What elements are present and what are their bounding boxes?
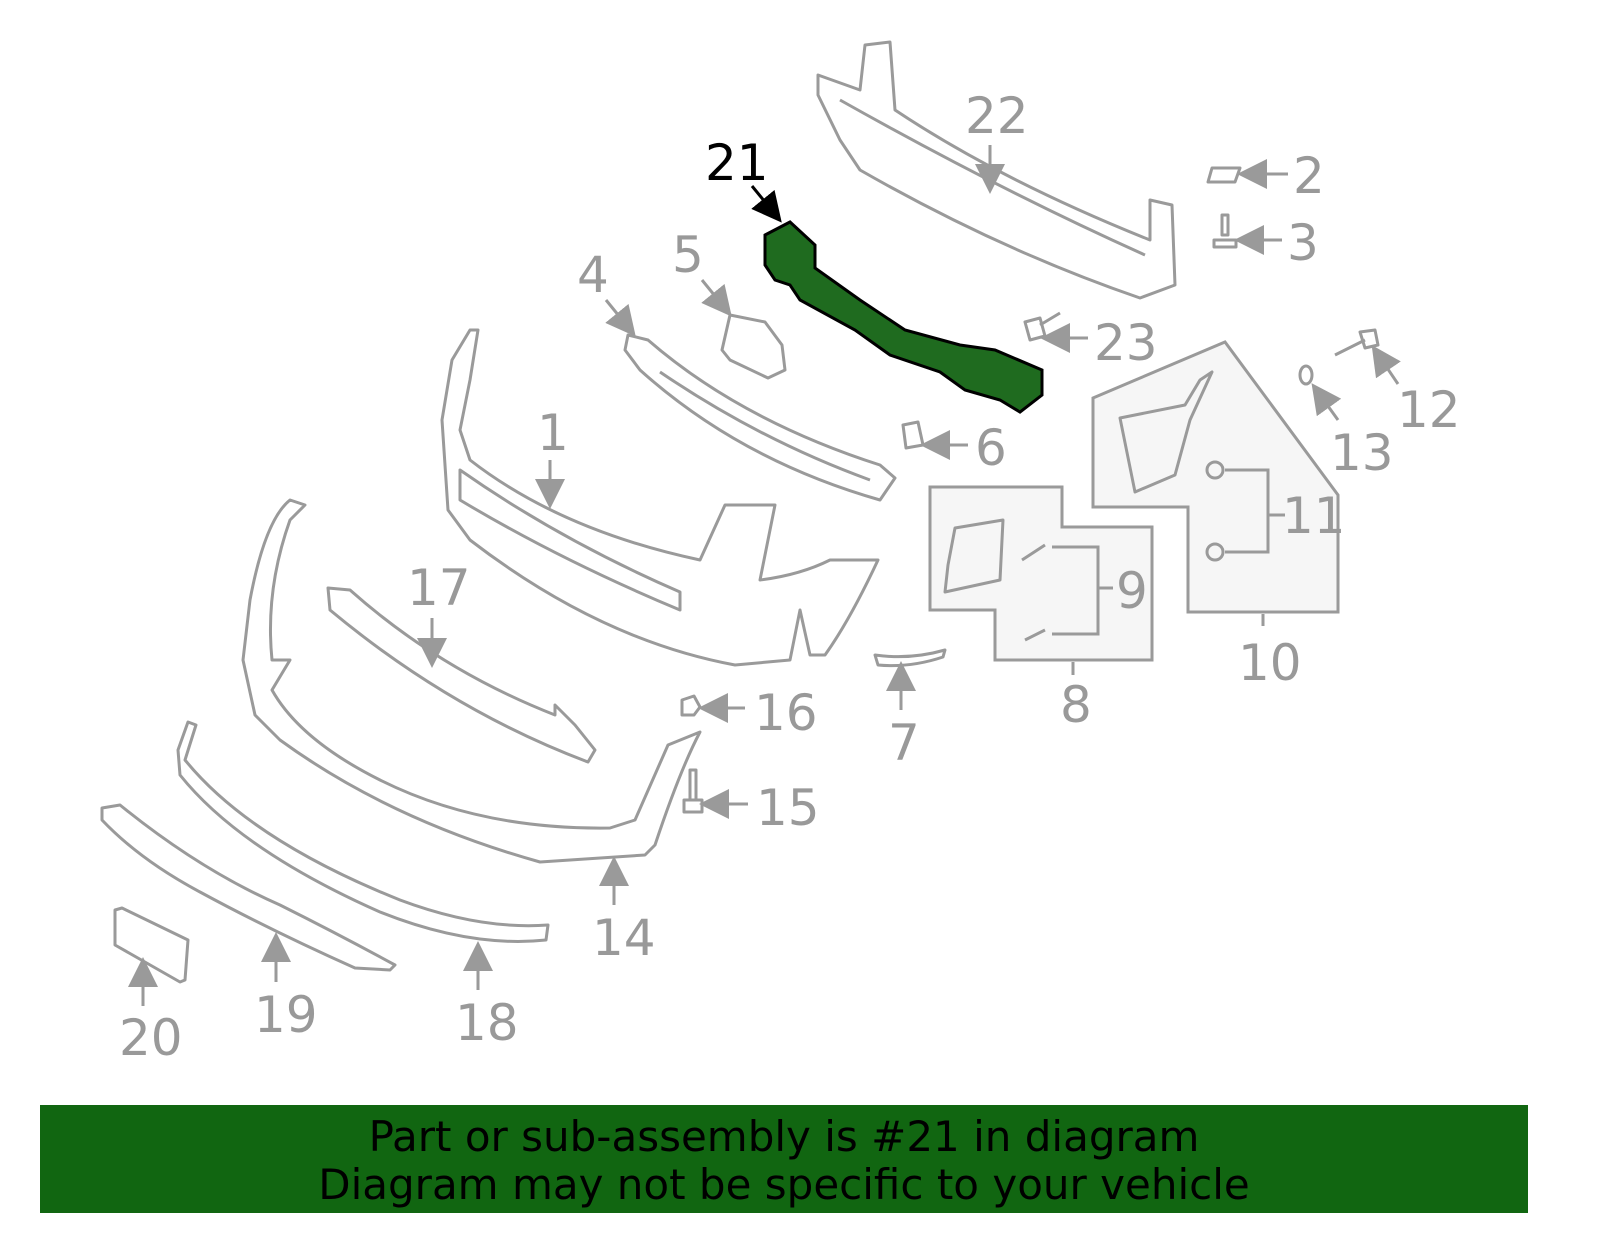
part-14-lower-cover[interactable]	[241, 498, 702, 864]
part-3-screw[interactable]	[1212, 213, 1238, 249]
callout-11: 11	[1282, 487, 1346, 545]
part-22-reinforcement[interactable]	[816, 40, 1177, 300]
part-16-nut[interactable]	[680, 694, 702, 717]
callout-5: 5	[672, 226, 704, 284]
callout-13: 13	[1330, 424, 1394, 482]
callout-20: 20	[119, 1009, 183, 1067]
callout-21: 21	[705, 134, 769, 192]
callout-1: 1	[537, 404, 569, 462]
part-4-grille[interactable]	[623, 333, 897, 502]
part-15-bolt[interactable]	[682, 768, 704, 814]
callout-12: 12	[1397, 381, 1461, 439]
part-9-screw[interactable]	[1021, 543, 1046, 642]
callout-17: 17	[407, 559, 471, 617]
callout-9: 9	[1116, 562, 1148, 620]
part-23-bolt[interactable]	[1023, 311, 1061, 342]
callout-14: 14	[592, 909, 656, 967]
part-2-plug[interactable]	[1206, 166, 1242, 184]
part-7-trim[interactable]	[873, 648, 947, 668]
part-12-bolt[interactable]	[1334, 328, 1380, 357]
callout-7: 7	[888, 714, 920, 772]
part-20-bracket[interactable]	[113, 906, 190, 984]
callout-22: 22	[965, 87, 1029, 145]
part-5-bracket[interactable]	[720, 313, 787, 380]
info-banner: Part or sub-assembly is #21 in diagram D…	[40, 1105, 1528, 1213]
callout-15: 15	[756, 779, 820, 837]
part-17-lower-grille[interactable]	[326, 586, 597, 764]
banner-line-1: Part or sub-assembly is #21 in diagram	[368, 1112, 1200, 1161]
callout-8: 8	[1060, 676, 1092, 734]
callout-18: 18	[455, 994, 519, 1052]
part-18-molding[interactable]	[176, 720, 550, 943]
callout-16: 16	[754, 684, 818, 742]
callout-2: 2	[1293, 147, 1325, 205]
part-1-bumper-cover[interactable]	[440, 328, 880, 667]
callout-3: 3	[1287, 214, 1319, 272]
part-13-washer[interactable]	[1298, 364, 1314, 386]
callout-19: 19	[254, 986, 318, 1044]
callout-10: 10	[1238, 634, 1302, 692]
callout-4: 4	[577, 246, 609, 304]
banner-line-2: Diagram may not be specific to your vehi…	[318, 1160, 1250, 1209]
part-19-skid-plate[interactable]	[100, 803, 397, 972]
callout-6: 6	[975, 419, 1007, 477]
part-11-nut[interactable]	[1205, 460, 1225, 480]
part-21-energy-absorber[interactable]	[763, 220, 1044, 414]
callout-23: 23	[1094, 314, 1158, 372]
part-6-clip[interactable]	[901, 420, 925, 450]
leader-arrows	[128, 145, 1401, 1006]
